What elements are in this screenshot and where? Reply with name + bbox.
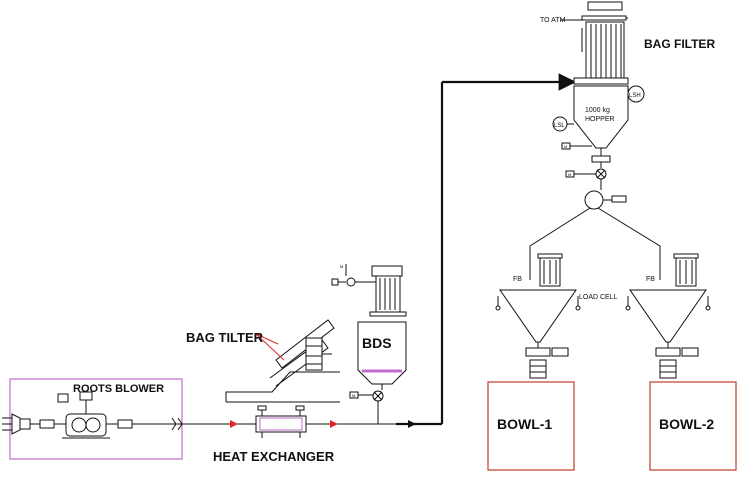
to-atm-label: TO ATM — [540, 17, 566, 24]
load-cell-label: LOAD CELL — [579, 294, 618, 301]
flow-arrow-2 — [330, 420, 338, 428]
bowl-1-label: BOWL-1 — [497, 416, 552, 432]
silencer-1-icon — [39, 419, 55, 429]
svg-text:M: M — [564, 144, 567, 149]
roots-blower-section: M ROOTS BLOWER — [2, 378, 183, 460]
bds-label: BDS — [362, 335, 392, 351]
weigh-hopper-left — [495, 253, 581, 379]
flow-arrow-3 — [408, 420, 416, 428]
bag-filter: M M — [529, 1, 661, 280]
heat-exchanger — [255, 405, 307, 438]
conveying-line — [170, 73, 577, 431]
bowl-1-box — [487, 381, 575, 471]
bowl-2-label: BOWL-2 — [659, 416, 714, 432]
roots-blower-label: ROOTS BLOWER — [73, 383, 164, 395]
roots-blower-icon — [62, 391, 110, 439]
fb-label-right: FB — [646, 276, 655, 283]
weigh-hopper-right — [625, 253, 711, 379]
silencer-2-icon — [117, 419, 133, 429]
bag-tilter-label: BAG TILTER — [186, 330, 264, 345]
svg-text:M: M — [340, 264, 343, 269]
lsh-label: LSH — [629, 93, 641, 99]
bowl-2-box — [649, 381, 737, 471]
bds-unit: M M — [331, 264, 407, 424]
roots-blower-boundary — [9, 378, 183, 460]
flow-arrow-1 — [230, 420, 238, 428]
bag-tilter — [225, 319, 340, 403]
hopper-capacity-label: 1000 kg — [585, 107, 610, 114]
fb-label-left: FB — [513, 276, 522, 283]
heat-exchanger-label: HEAT EXCHANGER — [213, 449, 335, 464]
bag-filter-label: BAG FILTER — [644, 37, 715, 51]
hopper-label: HOPPER — [585, 116, 615, 123]
svg-text:M: M — [568, 172, 571, 177]
lsl-label: LSL — [554, 123, 565, 129]
motor-box-blower — [57, 393, 69, 403]
svg-text:M: M — [352, 393, 355, 398]
inlet-filter-icon — [2, 413, 31, 435]
